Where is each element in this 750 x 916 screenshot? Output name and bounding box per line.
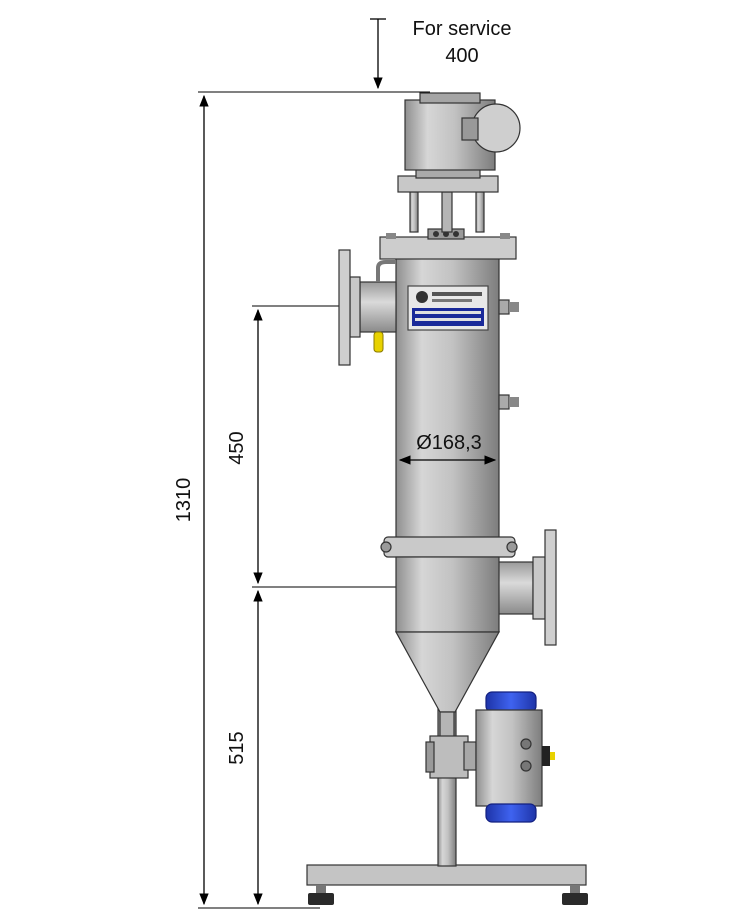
dim-overall-text: 1310 <box>173 478 195 523</box>
drive-shaft <box>441 191 453 233</box>
nameplate-line-2 <box>432 299 472 302</box>
drive-frame-left <box>409 191 419 233</box>
outlet-flange-hub <box>532 556 546 620</box>
bypass-tube <box>376 260 396 282</box>
housing-lower-shell <box>395 556 500 633</box>
foot-right-stem <box>570 885 580 893</box>
inlet-flange <box>338 249 351 366</box>
actuator-port-1 <box>520 738 532 750</box>
actuator-top-cap <box>485 691 537 713</box>
nameplate-blue-panel <box>412 308 484 326</box>
drive-frame-right <box>475 191 485 233</box>
nameplate-logo-icon <box>416 291 428 303</box>
gearbox-cover <box>461 117 479 141</box>
side-port-upper-cap <box>509 302 519 312</box>
service-value: 400 <box>445 45 478 67</box>
outlet-pipe <box>496 561 534 615</box>
dim-outlet-height: 515 <box>226 589 263 906</box>
foot-left-stem <box>316 885 326 893</box>
dim-overall-height: 1310 <box>173 94 209 906</box>
actuator-body <box>475 709 543 807</box>
side-port-lower <box>498 394 510 410</box>
dim-diameter-text: Ø168,3 <box>416 432 482 454</box>
dim-outlet-text: 515 <box>226 731 248 764</box>
drive-assembly <box>397 92 521 233</box>
gearbox-top <box>419 92 481 104</box>
filter-housing: Ø168,3 <box>380 257 519 713</box>
clamp-bolt-left <box>380 541 392 553</box>
lid-flange <box>379 236 517 260</box>
side-port-upper <box>498 299 510 315</box>
dim-inlet-text: 450 <box>226 431 248 464</box>
foot-right <box>562 893 588 905</box>
pressure-indicator <box>373 331 384 353</box>
inlet-nozzle <box>338 249 397 366</box>
actuator-port-2 <box>520 760 532 772</box>
actuator-bottom-cap <box>485 803 537 823</box>
clamp-band <box>383 536 516 558</box>
lid-nut-1 <box>433 231 439 237</box>
inlet-flange-hub <box>349 276 361 338</box>
drain-valve-body <box>429 735 469 779</box>
lid-bolt-2 <box>500 233 510 239</box>
motor-end-cap <box>471 103 521 153</box>
dim-inlet-spacing: 450 <box>226 308 263 585</box>
conical-bottom <box>394 631 501 713</box>
lid-nut-3 <box>453 231 459 237</box>
base-plate <box>306 864 587 886</box>
side-port-lower-cap <box>509 397 519 407</box>
nameplate-stripe-1 <box>415 311 481 314</box>
drain-pipe <box>439 711 455 739</box>
housing-lid <box>379 228 517 260</box>
nameplate-line-1 <box>432 292 482 296</box>
foot-left <box>308 893 334 905</box>
inlet-pipe <box>359 281 397 333</box>
solenoid-connector <box>542 746 550 766</box>
service-clearance: For service 400 <box>370 18 512 90</box>
drain-valve-port <box>425 741 435 773</box>
nameplate-stripe-2 <box>415 318 481 321</box>
outlet-flange <box>544 529 557 646</box>
drain-valve-assembly <box>425 691 555 823</box>
service-label: For service <box>413 18 512 40</box>
actuator-coupling <box>463 741 477 771</box>
lid-bolt-1 <box>386 233 396 239</box>
solenoid-indicator <box>550 752 555 760</box>
clamp-bolt-right <box>506 541 518 553</box>
outlet-nozzle <box>496 529 557 646</box>
